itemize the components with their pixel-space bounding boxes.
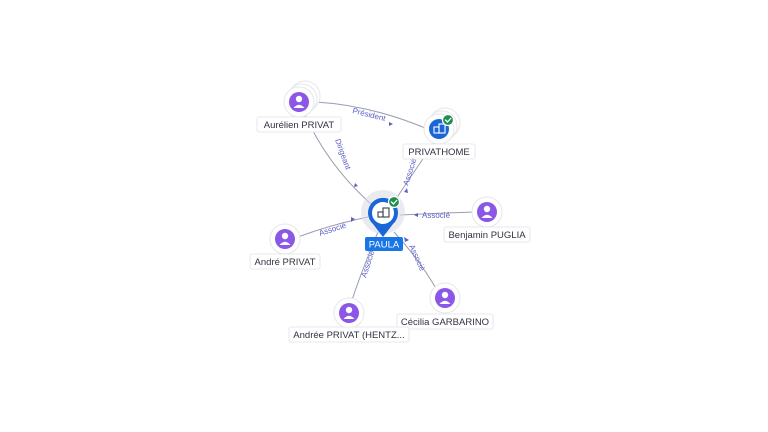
verified-check-icon	[387, 195, 401, 209]
edge-label-associe: Associé	[359, 249, 376, 279]
edge-andre-paula[interactable]: Associé	[297, 216, 369, 238]
person-icon	[477, 202, 497, 222]
edge-benjamin-paula[interactable]: Associé	[399, 211, 475, 220]
node-benjamin-puglia[interactable]: Benjamin PUGLIA	[443, 196, 531, 243]
arrow-icon	[354, 183, 358, 187]
edge-label-associe: Associé	[422, 211, 451, 220]
arrow-icon	[404, 237, 409, 242]
node-andre-privat[interactable]: André PRIVAT	[249, 223, 321, 270]
node-label: Andrée PRIVAT (HENTZ...	[293, 330, 404, 341]
node-privathome[interactable]: PRIVATHOME	[402, 107, 476, 160]
edge-label-associe: Associé	[401, 157, 418, 187]
nodes: Aurélien PRIVAT PRIVATHOME	[249, 80, 531, 343]
arrow-icon	[404, 188, 408, 193]
node-label: Aurélien PRIVAT	[264, 120, 335, 131]
arrow-icon	[351, 217, 355, 222]
node-label: PRIVATHOME	[408, 147, 469, 158]
node-andree-privat[interactable]: Andrée PRIVAT (HENTZ...	[288, 297, 410, 343]
node-label: André PRIVAT	[255, 257, 316, 268]
center-label: PAULA	[369, 240, 400, 251]
building-icon	[377, 207, 390, 218]
edge-label-president: Président	[352, 106, 388, 123]
edge-label-associe: Associé	[318, 221, 348, 238]
person-icon	[339, 303, 359, 323]
node-label: Benjamin PUGLIA	[448, 230, 526, 241]
person-icon	[275, 229, 295, 249]
node-cecilia-garbarino[interactable]: Cécilia GARBARINO	[396, 282, 494, 330]
verified-check-icon	[441, 113, 455, 127]
arrow-icon	[414, 213, 418, 217]
edge-label-associe: Associé	[407, 243, 427, 273]
person-icon	[435, 288, 455, 308]
arrow-icon	[389, 122, 393, 126]
person-icon	[289, 92, 309, 112]
node-label: Cécilia GARBARINO	[401, 317, 489, 328]
node-aurelien-privat[interactable]: Aurélien PRIVAT	[256, 80, 342, 133]
node-paula-center[interactable]: PAULA	[361, 190, 405, 251]
